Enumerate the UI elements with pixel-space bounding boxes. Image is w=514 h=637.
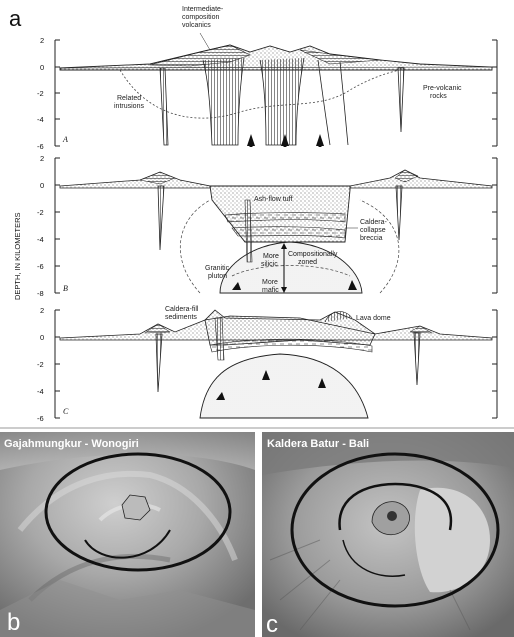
label-caldera-breccia: Caldera-collapsebreccia: [360, 219, 388, 242]
tick-a-m2: -2: [37, 89, 44, 98]
tick-c-m6: -6: [37, 414, 44, 423]
panel-c-letter: c: [266, 611, 278, 637]
tick-b-2: 2: [40, 154, 44, 163]
label-caldera-fill: Caldera-fillsediments: [165, 306, 199, 321]
depth-axis-label: DEPTH, IN KILOMETERS: [13, 212, 22, 300]
panel-c-photo: Kaldera Batur - Bali c: [262, 432, 514, 637]
label-ashflow-tuff: Ash-flow tuff: [254, 196, 292, 203]
tick-b-m4: -4: [37, 235, 44, 244]
panel-c-title: Kaldera Batur - Bali: [267, 438, 369, 450]
label-related-intrusions: Relatedintrusions: [114, 95, 144, 110]
section-a: 2 0 -2 -4 -6: [37, 6, 497, 151]
tick-c-0: 0: [40, 333, 44, 342]
panel-b-photo: Gajahmungkur - Wonogiri b: [0, 432, 255, 637]
panel-b-letter: b: [7, 609, 20, 636]
tick-b-m8: -8: [37, 289, 44, 298]
label-more-silicic: Moresilicic: [261, 253, 279, 268]
section-b: 2 0 -2 -4 -6 -8: [37, 154, 497, 298]
tick-a-m4: -4: [37, 115, 44, 124]
label-intermediate-volcanics: Intermediate-compositionvolcanics: [182, 6, 224, 29]
tick-c-m4: -4: [37, 387, 44, 396]
label-prevolcanic: Pre-volcanicrocks: [423, 85, 462, 100]
tick-a-2: 2: [40, 36, 44, 45]
panel-a-letter: a: [9, 6, 22, 31]
tick-c-2: 2: [40, 306, 44, 315]
label-lava-dome: Lava dome: [356, 315, 391, 322]
tick-b-m2: -2: [37, 208, 44, 217]
section-b-letter: B: [63, 284, 68, 293]
section-c-letter: C: [63, 407, 69, 416]
tick-b-0: 0: [40, 181, 44, 190]
tick-b-m6: -6: [37, 262, 44, 271]
tick-a-m6: -6: [37, 142, 44, 151]
section-c: 2 0 -2 -4 -6: [37, 306, 497, 423]
panel-a-diagram: a DEPTH, IN KILOMETERS 2 0 -2 -4 -6: [9, 6, 497, 423]
label-more-mafic: Moremafic: [262, 279, 279, 294]
section-a-letter: A: [62, 135, 68, 144]
tick-a-0: 0: [40, 63, 44, 72]
label-granitic-pluton: Graniticpluton: [205, 265, 230, 280]
tick-c-m2: -2: [37, 360, 44, 369]
panel-b-title: Gajahmungkur - Wonogiri: [4, 438, 139, 450]
